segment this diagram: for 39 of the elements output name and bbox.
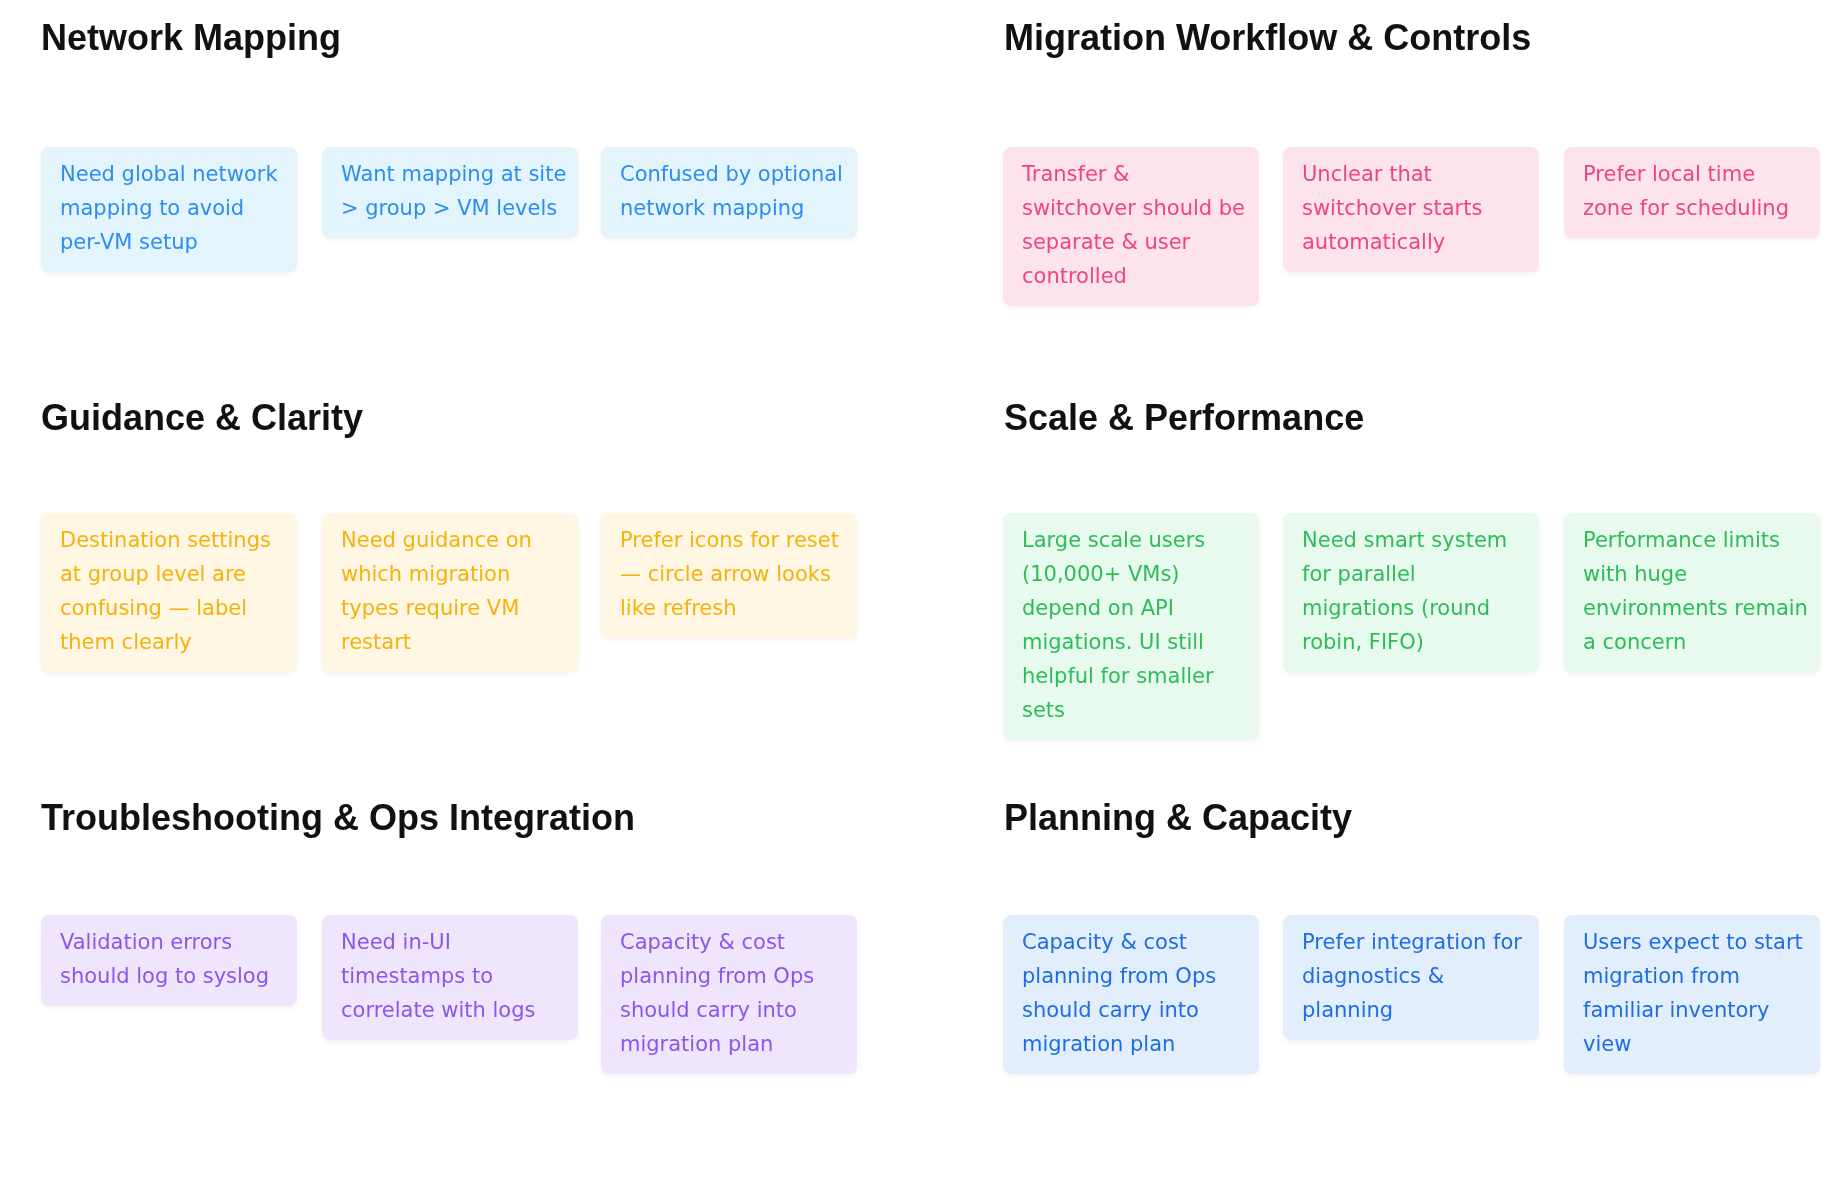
note-text: Need global network mapping to avoid per-VM setup: [60, 162, 278, 254]
note-text: Prefer local time zone for scheduling: [1583, 162, 1789, 220]
section-heading: Migration Workflow & Controls: [1004, 16, 1532, 60]
note-text: Prefer integration for diagnostics & planning: [1302, 930, 1522, 1022]
section-heading: Planning & Capacity: [1004, 796, 1353, 840]
note-text: Validation errors should log to syslog: [60, 930, 269, 988]
sticky-note: [601, 147, 857, 238]
note-text: Destination settings at group level are confusing — label them clearly: [60, 528, 271, 654]
section-heading: Guidance & Clarity: [41, 396, 364, 440]
sticky-note: [601, 513, 857, 638]
sticky-note: [1564, 915, 1820, 1074]
sticky-note: [1283, 915, 1539, 1040]
sticky-note: [322, 147, 578, 238]
section-heading: Troubleshooting & Ops Integration: [41, 796, 635, 840]
note-text: Confused by optional network mapping: [620, 162, 843, 220]
note-text: Capacity & cost planning from Ops should carry into migration plan: [620, 930, 815, 1056]
note-text: Need smart system for parallel migrations (round robin, FIFO): [1302, 528, 1508, 654]
sticky-note: [322, 915, 578, 1040]
sticky-note: [1003, 147, 1259, 306]
sticky-note: [41, 147, 297, 272]
sticky-note: [601, 915, 857, 1074]
note-text: Performance limits with huge environments remain a concern: [1583, 528, 1808, 654]
note-text: Unclear that switchover starts automatically: [1302, 162, 1483, 254]
note-text: Large scale users (10,000+ VMs) depend on API migations. UI still helpful for smaller sets: [1022, 528, 1214, 722]
note-text: Need guidance on which migration types require VM restart: [341, 528, 532, 654]
note-text: Want mapping at site > group > VM levels: [341, 162, 567, 220]
sticky-note: [1564, 147, 1820, 238]
sticky-note: [41, 915, 297, 1006]
sticky-note: [322, 513, 578, 672]
sticky-note: [1283, 147, 1539, 272]
note-text: Transfer & switchover should be separate & user controlled: [1022, 162, 1246, 288]
sticky-note: [41, 513, 297, 672]
sticky-note: [1003, 915, 1259, 1074]
note-text: Prefer icons for reset — circle arrow looks like refresh: [620, 528, 839, 620]
note-text: Need in-UI timestamps to correlate with logs: [341, 930, 536, 1022]
note-text: Capacity & cost planning from Ops should carry into migration plan: [1022, 930, 1217, 1056]
note-text: Users expect to start migration from familiar inventory view: [1583, 930, 1803, 1056]
section-heading: Scale & Performance: [1004, 396, 1365, 440]
section-heading: Network Mapping: [41, 16, 341, 60]
